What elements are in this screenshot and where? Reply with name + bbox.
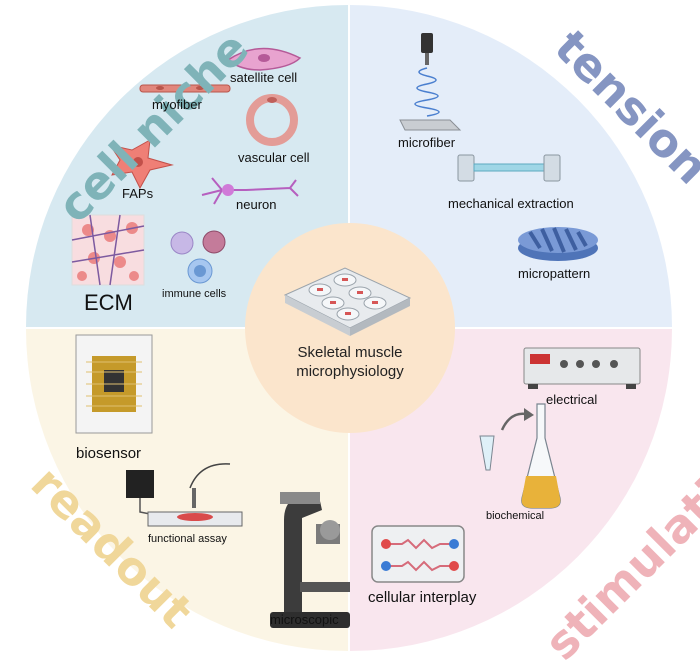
microscope-icon	[270, 492, 350, 628]
myofiber-icon	[139, 84, 231, 93]
faps-icon	[108, 139, 174, 190]
ecm-icon	[71, 214, 145, 286]
label-mechanical-extraction: mechanical extraction	[448, 196, 574, 211]
center-title-line2: microphysiology	[296, 363, 404, 380]
label-cellular-interplay: cellular interplay	[368, 589, 477, 606]
label-immune-cells: immune cells	[162, 288, 227, 300]
label-microscopic: microscopic	[270, 612, 339, 627]
biosensor-icon	[75, 334, 153, 434]
label-microfiber: microfiber	[398, 135, 456, 150]
functional-assay-icon	[126, 463, 243, 527]
microfiber-icon	[399, 33, 462, 131]
label-neuron: neuron	[236, 197, 277, 212]
mechanical-extraction-icon	[457, 154, 561, 182]
label-micropattern: micropattern	[518, 266, 591, 281]
immune-cells-icon	[170, 230, 226, 284]
label-electrical: electrical	[546, 392, 598, 407]
neuron-icon	[201, 177, 299, 205]
label-biochemical: biochemical	[486, 510, 545, 522]
cellular-interplay-icon	[371, 525, 465, 583]
center-title-line1: Skeletal muscle	[297, 344, 403, 361]
label-ecm: ECM	[84, 290, 133, 315]
label-vascular-cell: vascular cell	[238, 150, 310, 165]
center-title: Skeletal muscle microphysiology	[275, 343, 425, 381]
electrical-stimulator-icon	[523, 347, 641, 389]
label-biosensor: biosensor	[76, 445, 142, 462]
biochemical-icon	[479, 403, 561, 509]
well-plate-icon	[283, 267, 412, 336]
diagram-canvas	[26, 5, 672, 651]
micropattern-icon	[518, 227, 598, 261]
label-myofiber: myofiber	[152, 97, 202, 112]
satellite-cell-icon	[226, 47, 302, 71]
label-satellite-cell: satellite cell	[230, 70, 298, 85]
label-faps: FAPs	[122, 186, 154, 201]
label-functional-assay: functional assay	[148, 533, 227, 545]
vascular-cell-icon	[246, 94, 298, 146]
